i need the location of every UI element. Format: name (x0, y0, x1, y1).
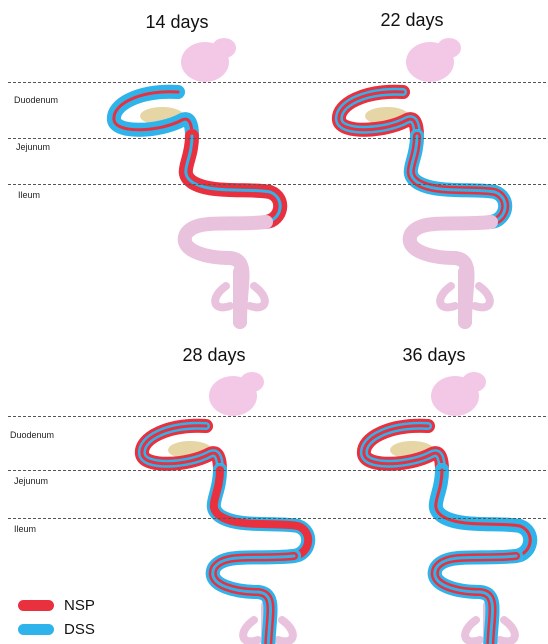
divider-bottom-3 (8, 518, 546, 519)
panel-title-1: 14 days (107, 12, 247, 33)
stomach-cap-4 (462, 372, 486, 392)
stomach-cap-2 (437, 38, 461, 58)
divider-bottom-2 (8, 470, 546, 471)
label-duodenum-top: Duodenum (14, 95, 58, 105)
panel-title-2: 22 days (342, 10, 482, 31)
panel-title-4: 36 days (364, 345, 504, 366)
jejunum-outer-1 (186, 136, 280, 222)
ileum-mid-3 (213, 556, 294, 644)
legend-nsp-label: NSP (64, 597, 95, 614)
legend-dss-label: DSS (64, 621, 95, 638)
label-jejunum-top: Jejunum (16, 142, 50, 152)
leg-left-3 (243, 620, 258, 641)
divider-top-1 (8, 82, 546, 83)
jejunum-outer-4 (436, 470, 530, 556)
label-ileum-bottom: Ileum (14, 524, 36, 534)
legend-dss: DSS (18, 619, 95, 639)
leg-right-1 (250, 286, 265, 307)
leg-left-4 (465, 620, 480, 641)
ileum-inner-3 (213, 556, 294, 644)
ileum-inner-4 (435, 556, 516, 644)
legend-nsp: NSP (18, 595, 95, 615)
label-jejunum-bottom: Jejunum (14, 476, 48, 486)
ileum-tube-3 (213, 556, 294, 644)
ileum-outer-4 (435, 556, 516, 644)
jejunum-outer-3 (214, 470, 308, 556)
leg-right-2 (475, 286, 490, 307)
ileum-tube-4 (435, 556, 516, 644)
ileum-outer-3 (213, 556, 294, 644)
legend-nsp-swatch (18, 600, 54, 611)
leg-left-2 (440, 286, 455, 307)
leg-right-3 (278, 620, 293, 641)
divider-top-2 (8, 138, 546, 139)
legend-dss-swatch (18, 624, 54, 635)
stomach-cap-1 (212, 38, 236, 58)
leg-right-4 (500, 620, 515, 641)
leg-left-1 (215, 286, 230, 307)
divider-bottom-1 (8, 416, 546, 417)
stomach-cap-3 (240, 372, 264, 392)
ileum-mid-4 (435, 556, 516, 644)
label-ileum-top: Ileum (18, 190, 40, 200)
label-duodenum-bottom: Duodenum (10, 430, 54, 440)
panel-title-3: 28 days (144, 345, 284, 366)
jejunum-outer-2 (411, 136, 505, 222)
divider-top-3 (8, 184, 546, 185)
